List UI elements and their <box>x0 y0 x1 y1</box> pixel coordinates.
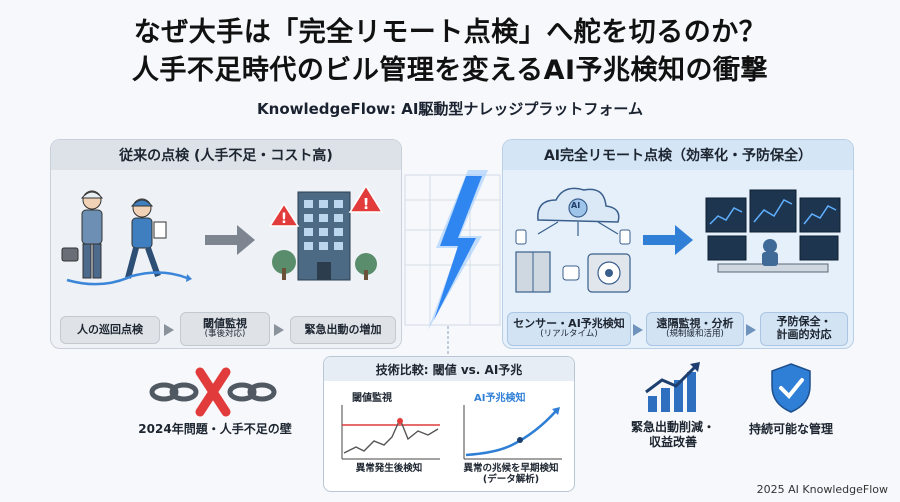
chevron-right-icon <box>633 324 643 336</box>
title-line-1: なぜ大手は「完全リモート点検」へ舵を切るのか？ <box>133 17 767 48</box>
threshold-caption: 異常発生後検知 <box>355 463 423 474</box>
ai-cloud-sensors-icon <box>515 187 631 293</box>
subtitle: KnowledgeFlow: AI駆動型ナレッジプラットフォーム <box>257 100 643 118</box>
traditional-panel-heading: 従来の点検 (人手不足・コスト高) <box>51 140 401 170</box>
cloud-ai-text: AI <box>571 201 581 210</box>
ai-prediction-mini-chart <box>463 405 562 460</box>
arrow-right-icon <box>643 225 693 255</box>
benefit-sustainable-management: 持続可能な管理 <box>748 422 833 436</box>
chevron-right-icon <box>746 324 756 336</box>
step-manual-patrol: 人の巡回点検 <box>60 316 160 344</box>
benefit-emergency-reduction: 緊急出動削減・ 収益改善 <box>630 420 715 449</box>
labor-shortage-label: 2024年問題・人手不足の壁 <box>138 422 292 436</box>
comparison-heading: 技術比較: 閾値 vs. AI予兆 <box>324 357 574 381</box>
broken-chain-icon <box>149 367 277 417</box>
workers-icon <box>61 190 192 286</box>
step-sensor-ai-detection: センサー・AI予兆検知 (リアルタイム) <box>507 312 631 346</box>
title-line-2: 人手不足時代のビル管理を変えるAI予兆検知の衝撃 <box>131 55 769 86</box>
ai-panel-heading: AI完全リモート点検（効率化・予防保全） <box>503 140 853 170</box>
technology-comparison-box: 技術比較: 閾値 vs. AI予兆 閾値監視 AI予兆検知 異常発生後検知 異常… <box>323 356 575 492</box>
svg-text:!: ! <box>363 195 370 213</box>
step-threshold-monitoring: 閾値監視 (事後対応) <box>180 312 270 346</box>
step-preventive-maintenance: 予防保全・ 計画的対応 <box>760 312 848 346</box>
footer-credit: 2025 AI KnowledgeFlow <box>756 483 888 496</box>
threshold-label: 閾値監視 <box>352 393 392 404</box>
chevron-right-icon <box>164 324 174 336</box>
shield-check-icon <box>771 363 811 413</box>
building-warning-icon: ! ! <box>268 184 384 281</box>
connector-line <box>447 326 449 356</box>
ai-prediction-label: AI予兆検知 <box>474 393 526 404</box>
step-remote-monitoring: 遠隔監視・分析 (規制緩和活用) <box>646 312 744 346</box>
chevron-right-icon <box>274 324 284 336</box>
svg-text:!: ! <box>281 211 287 227</box>
monitoring-station-icon <box>705 189 841 273</box>
ai-prediction-caption: 異常の兆候を早期検知 (データ解析) <box>463 463 559 486</box>
step-emergency-increase: 緊急出動の増加 <box>290 316 396 344</box>
arrow-right-icon <box>205 225 255 255</box>
growth-chart-icon <box>645 362 700 412</box>
threshold-mini-chart <box>341 405 440 460</box>
